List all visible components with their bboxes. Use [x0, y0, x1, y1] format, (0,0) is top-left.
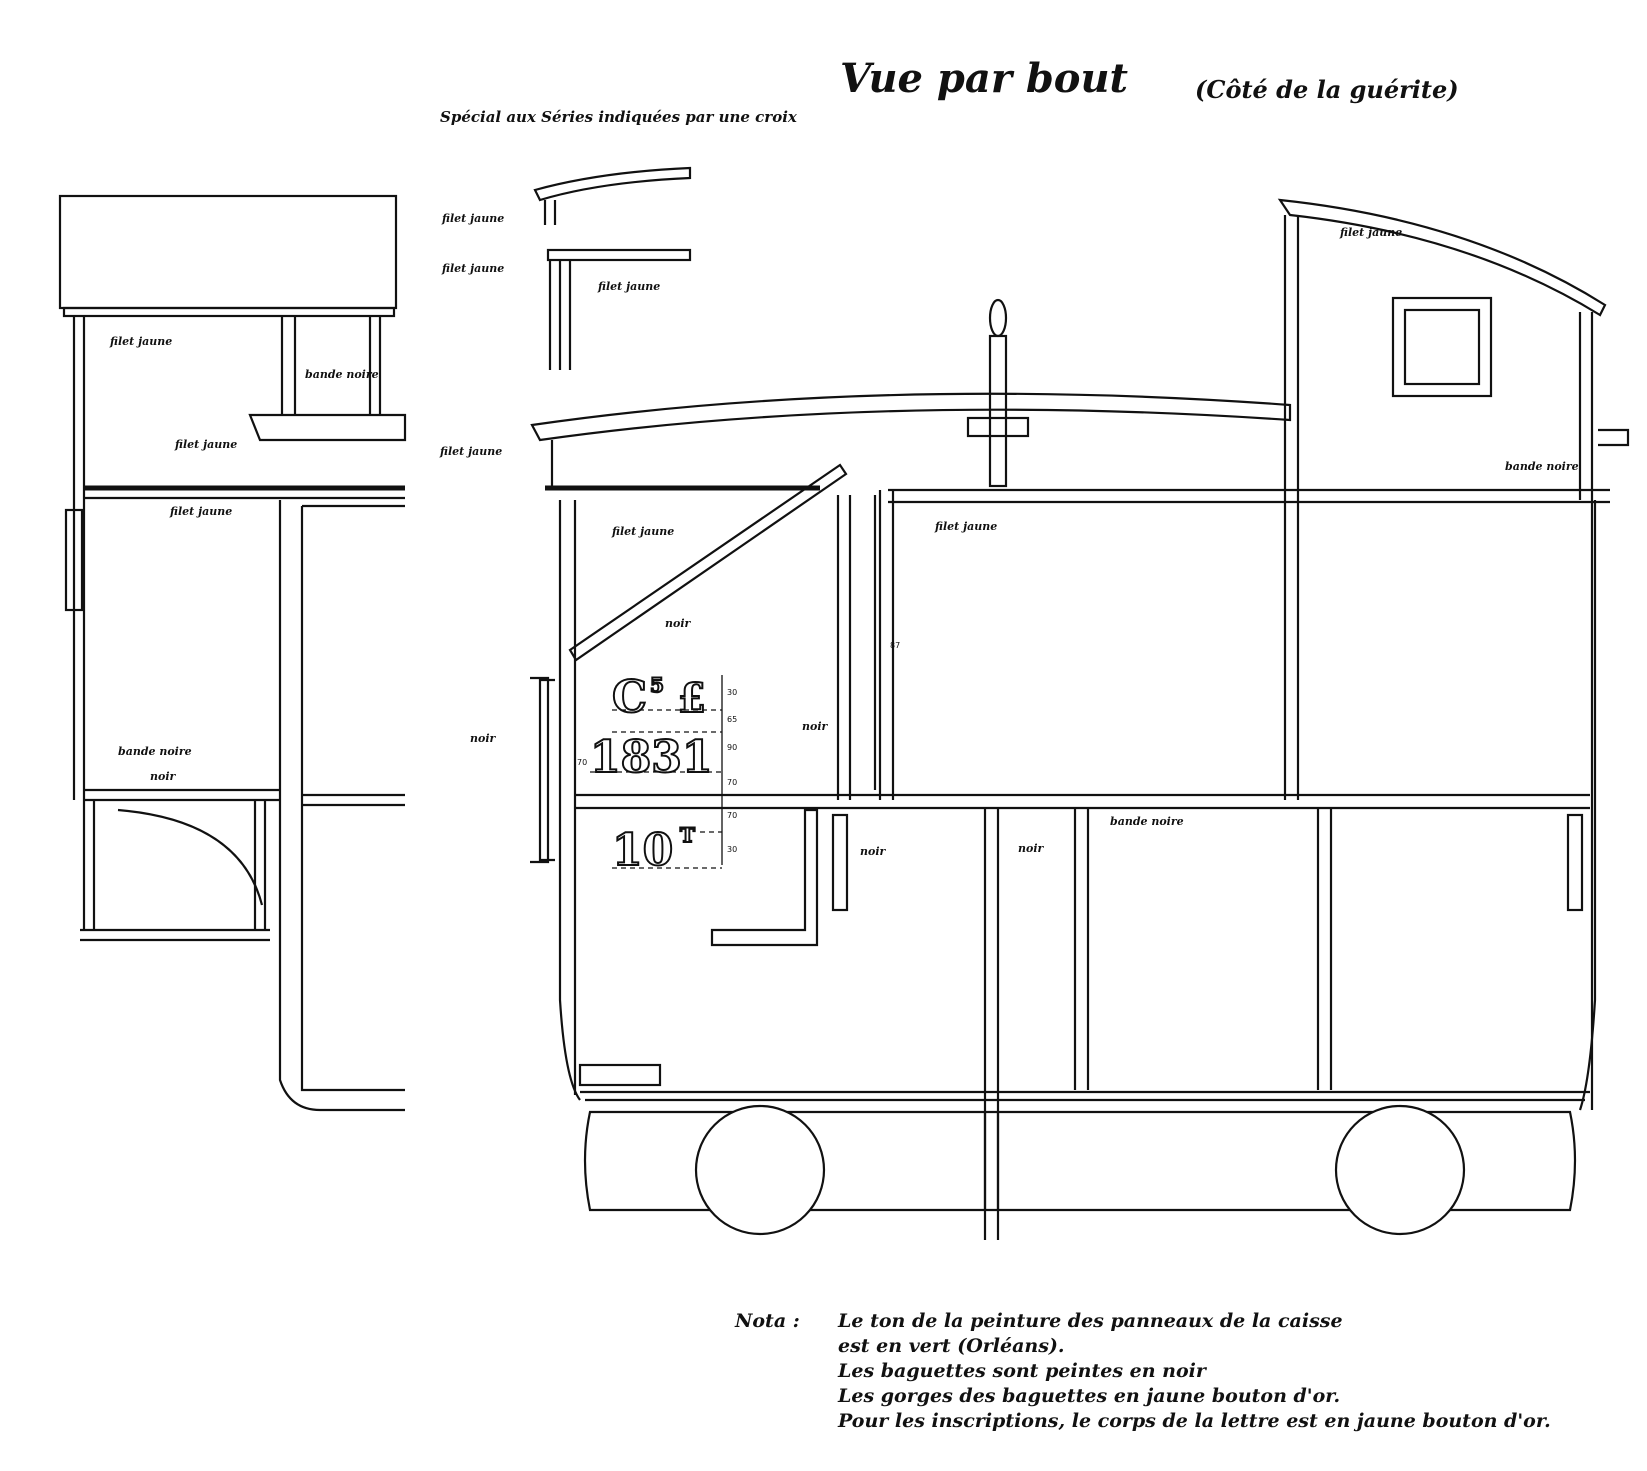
- nota-line: Le ton de la peinture des panneaux de la…: [837, 1310, 1343, 1332]
- wheel-left: [694, 1104, 826, 1236]
- left-side-view: filet jaune bande noire filet jaune file…: [58, 194, 407, 1112]
- label-filet-jaune: filet jaune: [441, 262, 504, 275]
- label-bande-noire: bande noire: [1110, 815, 1184, 828]
- diagonal-brace: [568, 463, 848, 662]
- lamp-finial: [988, 298, 1008, 338]
- roof: [530, 392, 1292, 442]
- nota-line: Pour les inscriptions, le corps de la le…: [837, 1410, 1551, 1432]
- inscription-class: C: [612, 672, 647, 723]
- label-filet-jaune: filet jaune: [597, 280, 660, 293]
- label-noir: noir: [665, 617, 692, 630]
- label-filet-jaune: filet jaune: [441, 212, 504, 225]
- label-noir: noir: [802, 720, 829, 733]
- nota-line: Les gorges des baguettes en jaune bouton…: [837, 1385, 1340, 1407]
- label-noir: noir: [860, 845, 887, 858]
- label-bande-noire: bande noire: [305, 368, 379, 381]
- label-filet-jaune: filet jaune: [1339, 226, 1402, 239]
- nota-line: est en vert (Orléans).: [838, 1335, 1065, 1357]
- special-note: Spécial aux Séries indiquées par une cro…: [440, 108, 798, 126]
- drawing-subtitle: (Côté de la guérite): [1195, 75, 1459, 104]
- dim-label: 70: [577, 758, 587, 767]
- label-noir: noir: [150, 770, 177, 783]
- guerite-window: [1391, 296, 1493, 398]
- label-bande-noire: bande noire: [118, 745, 192, 758]
- lower-posts: [831, 808, 1584, 1240]
- label-filet-jaune: filet jaune: [169, 505, 232, 518]
- dim-label: 30: [727, 688, 737, 697]
- roof-box: [58, 194, 398, 310]
- dim-label: 70: [727, 778, 737, 787]
- inscription-tonnage-unit: T: [680, 823, 695, 847]
- dim-label: 87: [890, 641, 900, 650]
- label-bande-noire: bande noire: [1505, 460, 1579, 473]
- nota-block: Nota : Le ton de la peinture des panneau…: [734, 1310, 1551, 1432]
- dim-label: 65: [727, 715, 737, 724]
- end-view: C 5 £ 1831 10 T 30 65 90 70 70 30 70 87 …: [439, 198, 1630, 1240]
- guerite-roof: [1277, 198, 1607, 317]
- moulding-detail: filet jaune filet jaune filet jaune: [441, 166, 692, 370]
- dim-label: 70: [727, 811, 737, 820]
- inscription-class-number: 5: [650, 673, 664, 697]
- label-filet-jaune: filet jaune: [611, 525, 674, 538]
- step: [710, 808, 819, 947]
- nota-heading: Nota :: [734, 1310, 800, 1332]
- label-filet-jaune: filet jaune: [174, 438, 237, 451]
- label-noir: noir: [470, 732, 497, 745]
- nota-line: Les baguettes sont peintes en noir: [837, 1360, 1208, 1382]
- inscription-currency: £: [678, 675, 706, 722]
- label-filet-jaune: filet jaune: [934, 520, 997, 533]
- label-filet-jaune: filet jaune: [109, 335, 172, 348]
- wheel-right: [1334, 1104, 1466, 1236]
- label-noir: noir: [1018, 842, 1045, 855]
- dim-label: 30: [727, 845, 737, 854]
- chassis: [583, 1110, 1577, 1212]
- drawing-title: Vue par bout: [840, 55, 1129, 102]
- dim-label: 90: [727, 743, 737, 752]
- label-filet-jaune: filet jaune: [439, 445, 502, 458]
- inscription-number: 1831: [590, 732, 712, 783]
